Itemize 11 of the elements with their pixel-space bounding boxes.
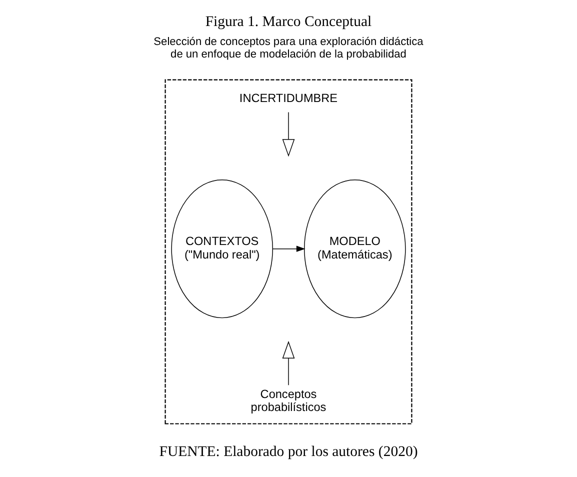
node-text: Conceptos probabilísticos xyxy=(250,386,326,414)
cluster xyxy=(164,79,412,424)
caption: FUENTE: Elaborado por los autores (2020) xyxy=(159,444,418,460)
arrow xyxy=(272,246,306,252)
arrow xyxy=(282,340,295,386)
node-ellipse: MODELO (Matemáticas) xyxy=(304,179,406,318)
node-ellipse: CONTEXTOS ("Mundo real") xyxy=(171,179,273,318)
node-text: INCERTIDUMBRE xyxy=(239,90,338,105)
label: Selección de conceptos para una exploración didáctica de un enfoque de modelación de la probabilidad xyxy=(154,36,424,61)
arrow xyxy=(282,112,295,157)
diagram-title: Figura 1. Marco Conceptual xyxy=(205,14,372,30)
